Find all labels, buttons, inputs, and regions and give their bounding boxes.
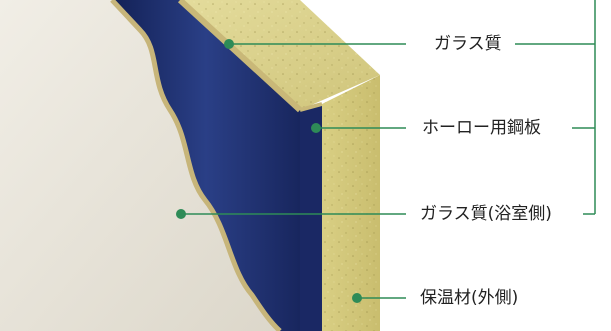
leader-dots: [176, 39, 362, 303]
bath-side-wall: [0, 0, 280, 331]
dot-glass-bath: [176, 209, 186, 219]
dot-insulation: [352, 293, 362, 303]
dot-glass-outer: [224, 39, 234, 49]
glass-top-edge: [177, 0, 303, 113]
leader-lines: [181, 0, 596, 299]
label-enamel-steel: ホーロー用鋼板: [420, 118, 543, 138]
label-insulation: 保温材(外側): [418, 288, 521, 308]
glass-layer-edge: [110, 0, 282, 331]
dot-enamel-steel: [311, 123, 321, 133]
label-glass-outer: ガラス質: [432, 34, 504, 54]
enamel-steel-side: [300, 104, 322, 331]
label-glass-bath: ガラス質(浴室側): [418, 204, 554, 224]
